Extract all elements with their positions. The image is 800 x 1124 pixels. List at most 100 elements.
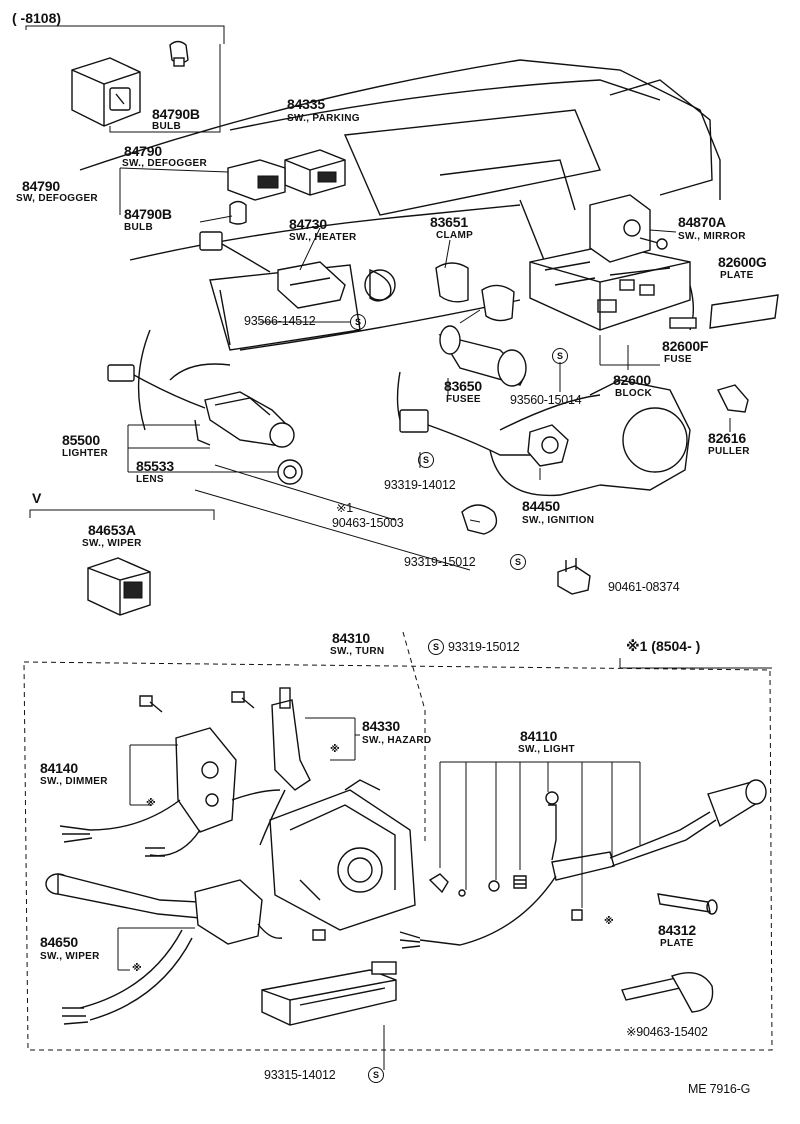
part-name-84110: SW., LIGHT [518,744,575,755]
part-name-84650: SW., WIPER [40,951,100,962]
clip-90461-art [557,558,591,595]
s-symbol-93319-14012: S [418,452,434,468]
fastener-93319-15012-a: 93319-15012 [404,555,476,569]
turn-switch-art [269,779,416,931]
hazard-switch-art [259,687,311,846]
clamp-art [435,262,515,322]
part-name-84330: SW., HAZARD [362,735,432,746]
part-no-84310: 84310 [332,630,370,646]
diagram-code: ME 7916-G [688,1082,751,1096]
fastener-93566-14512: 93566-14512 [244,314,316,328]
part-no-84870A: 84870A [678,214,726,230]
part-name-84870A: SW., MIRROR [678,231,746,242]
fastener-93560-15014: 93560-15014 [510,393,582,407]
part-name-83650: FUSEE [446,394,481,405]
asterisk-84650: ※ [132,963,143,974]
part-name-84310: SW., TURN [330,646,385,657]
part-no-83650: 83650 [444,378,482,394]
note-mark-90463-15003: ※1 [336,501,354,515]
part-no-84653A: 84653A [88,522,136,538]
v-bracket [29,509,215,520]
s-symbol-93566: S [350,314,366,330]
s-symbol-93560: S [552,348,568,364]
part-name-84140: SW., DIMMER [40,776,108,787]
part-no-84790-b: 84790 [22,178,60,194]
parking-switch-art [284,149,346,196]
part-name-82616: PULLER [708,446,750,457]
part-no-82616: 82616 [708,430,746,446]
part-no-82600G: 82600G [718,254,767,270]
part-name-83651: CLAMP [436,230,474,241]
dimmer-switch-art [59,727,281,857]
part-no-83651: 83651 [430,214,468,230]
s-symbol-93315: S [368,1067,384,1083]
part-no-84730: 84730 [289,216,327,232]
fastener-90461-08374: 90461-08374 [608,580,680,594]
lens-art [277,459,303,485]
part-no-84330: 84330 [362,718,400,734]
part-name-85500: LIGHTER [62,448,108,459]
heater-switch-art [199,231,346,309]
part-name-84450: SW., IGNITION [522,515,595,526]
lower-section-box [23,661,773,1051]
bulb-art-mid [229,200,247,225]
part-no-84650: 84650 [40,934,78,950]
part-no-84790B-b: 84790B [124,206,172,222]
part-no-84450: 84450 [522,498,560,514]
screws-art [139,691,326,941]
asterisk-84330: ※ [330,744,341,755]
part-name-84790-b: SW, DEFOGGER [16,193,98,204]
band-clip-art [461,504,498,535]
part-no-84140: 84140 [40,760,78,776]
part-no-84110: 84110 [520,728,558,744]
upper-range-bracket [25,25,225,44]
fastener-90463-15402: ※90463-15402 [626,1025,708,1039]
plate-84312-art [657,893,718,915]
light-switch-art [399,779,767,949]
fastener-93315-14012: 93315-14012 [264,1068,336,1082]
part-name-84790-a: SW., DEFOGGER [122,158,208,169]
defogger-switch-art [71,57,141,127]
part-name-82600G: PLATE [720,270,754,281]
upper-range-label: ( -8108) [12,10,62,26]
part-no-84335: 84335 [287,96,325,112]
ignition-art [396,371,569,467]
fusee-art [438,325,527,387]
part-name-84335: SW., PARKING [287,113,360,124]
note1-bracket [619,658,772,669]
part-name-84653A: SW., WIPER [82,538,142,549]
part-name-84790B-top: BULB [152,121,181,132]
defogger-switch-art-mid [227,159,286,201]
part-name-82600: BLOCK [615,388,653,399]
lighter-art [107,364,295,448]
mirror-switch-art [589,194,668,263]
plate-art [709,294,779,329]
s-symbol-93319-15012-a: S [510,554,526,570]
puller-art [716,384,749,413]
asterisk-84110: ※ [604,916,615,927]
part-name-84312: PLATE [660,938,694,949]
s-symbol-93319-15012-b: S [428,639,444,655]
part-no-85533: 85533 [136,458,174,474]
fastener-90463-15003: 90463-15003 [332,516,404,530]
part-name-84790B-b: BULB [124,222,153,233]
part-name-84730: SW., HEATER [289,232,357,243]
v-marker: V [32,490,42,506]
part-no-84790B-top: 84790B [152,106,200,122]
fastener-93319-14012: 93319-14012 [384,478,456,492]
part-no-82600: 82600 [613,372,651,388]
wiper-switch-art-upper [87,557,151,616]
wiper-stalk-art [45,873,283,1025]
part-no-84790-a: 84790 [124,143,162,159]
part-no-84312: 84312 [658,922,696,938]
part-no-85500: 85500 [62,432,100,448]
part-no-82600F: 82600F [662,338,709,354]
note1-range-label: ※1 (8504- ) [626,638,701,654]
connector-block-art [261,961,397,1026]
asterisk-84140: ※ [146,798,157,809]
part-name-85533: LENS [136,474,164,485]
band-90463-15402-art [621,972,714,1013]
fastener-93319-15012-b: 93319-15012 [448,640,520,654]
